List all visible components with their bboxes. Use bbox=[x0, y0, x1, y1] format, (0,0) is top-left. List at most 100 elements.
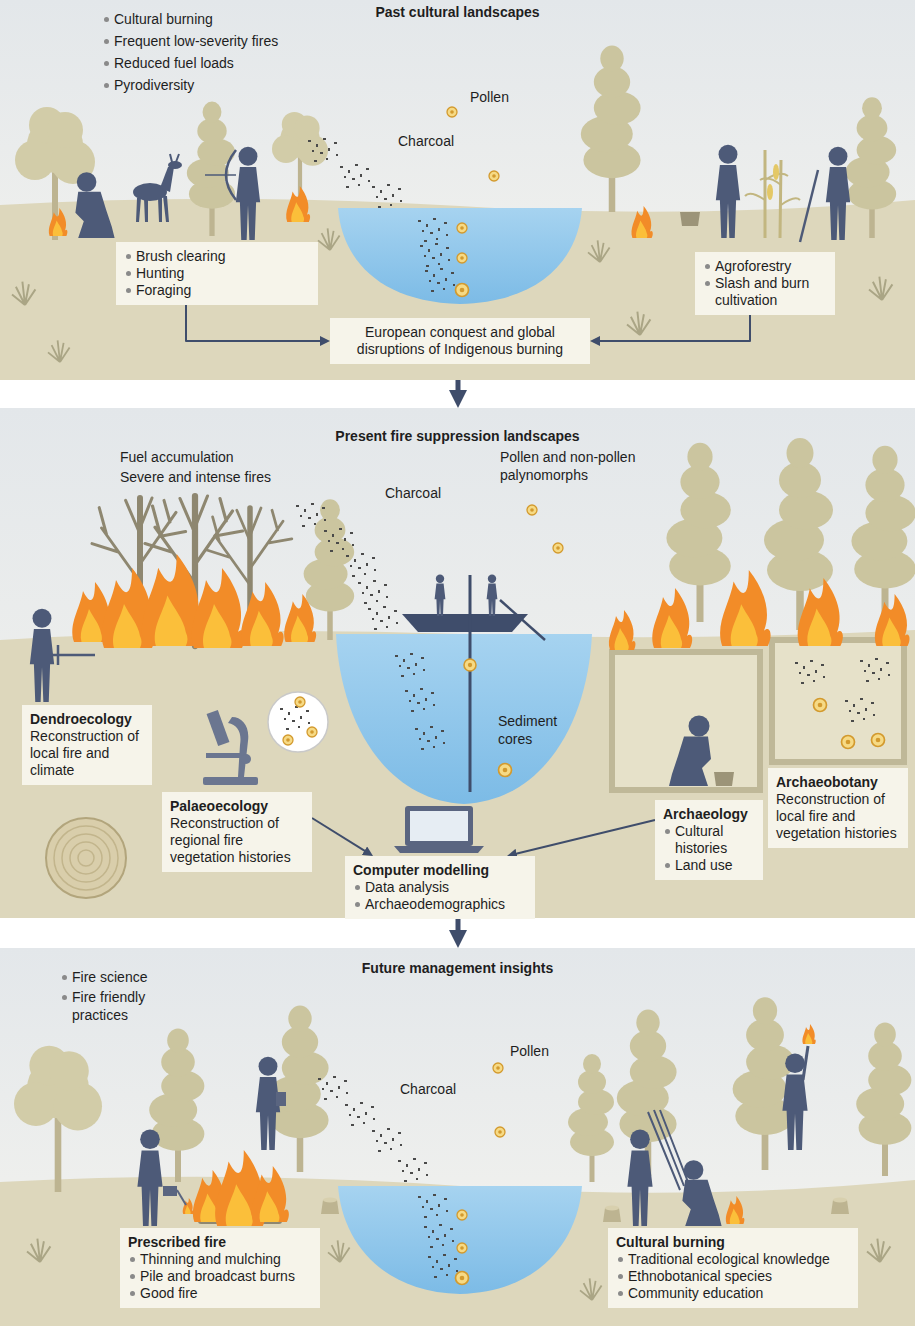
annotation-label: Cultural burning bbox=[102, 10, 213, 28]
dig-site bbox=[814, 699, 827, 712]
box-text: Community education bbox=[628, 1285, 763, 1301]
tree-illustration bbox=[14, 1046, 102, 1192]
microscope bbox=[207, 710, 230, 746]
dig-site bbox=[714, 772, 734, 786]
fire-illustration bbox=[720, 570, 771, 646]
people-illustration bbox=[168, 161, 182, 169]
box-text: Cultural histories bbox=[675, 823, 727, 856]
box-heading: Dendroecology bbox=[30, 711, 132, 727]
people-illustration bbox=[137, 1129, 162, 1226]
info-box: AgroforestrySlash and burn cultivation bbox=[695, 252, 835, 315]
pollen-grain bbox=[447, 107, 499, 297]
people-illustration bbox=[680, 212, 700, 226]
pollen-grain bbox=[495, 1127, 505, 1137]
text-row: Ethnobotanical species bbox=[616, 1268, 850, 1285]
people-illustration bbox=[163, 1186, 177, 1196]
bullet-dot bbox=[126, 271, 131, 276]
text-row: Computer modelling bbox=[353, 862, 527, 879]
fire-illustration bbox=[241, 582, 284, 646]
sample-magnified bbox=[307, 727, 317, 737]
info-box: Computer modellingData analysisArchaeode… bbox=[345, 856, 535, 919]
tree-illustration bbox=[831, 1198, 849, 1215]
panel-ground bbox=[0, 948, 915, 1326]
box-text: Thinning and mulching bbox=[140, 1251, 281, 1267]
text-row: Good fire bbox=[128, 1285, 312, 1302]
tree-illustration bbox=[269, 1006, 329, 1172]
pollen-grain bbox=[499, 764, 512, 777]
annotation-text: Pyrodiversity bbox=[114, 77, 194, 93]
panel-ground bbox=[0, 1177, 915, 1326]
pollen-grain bbox=[464, 659, 476, 671]
text-row: Archaeobotany bbox=[776, 774, 900, 791]
bullet-dot bbox=[130, 1274, 135, 1279]
bullet-dot bbox=[355, 885, 360, 890]
panel-ground bbox=[0, 0, 915, 380]
bullet-dot bbox=[104, 83, 109, 88]
box-heading: Archaeology bbox=[663, 806, 748, 822]
panel-ground bbox=[0, 199, 915, 380]
annotation-label: Severe and intense fires bbox=[120, 468, 271, 486]
flow-arrow bbox=[456, 380, 461, 399]
bullet-dot bbox=[130, 1291, 135, 1296]
annotation-text: Sediment cores bbox=[498, 713, 557, 747]
dig-site bbox=[612, 652, 760, 790]
crop-illustration bbox=[745, 174, 800, 205]
annotation-text: Reduced fuel loads bbox=[114, 55, 234, 71]
people-illustration bbox=[137, 1046, 808, 1226]
people-illustration bbox=[133, 154, 182, 222]
people-illustration bbox=[136, 196, 169, 222]
tree-ring bbox=[62, 834, 110, 882]
people-illustration bbox=[30, 575, 545, 702]
bullet-dot bbox=[62, 975, 67, 980]
box-heading: Cultural burning bbox=[616, 1234, 725, 1250]
charcoal-particles bbox=[296, 503, 326, 527]
sample-magnified bbox=[283, 735, 293, 745]
annotation-text: Cultural burning bbox=[114, 11, 213, 27]
text-row: Reconstruction of local fire and vegetat… bbox=[776, 791, 900, 842]
charcoal-particles bbox=[372, 1128, 402, 1152]
crop-illustration bbox=[767, 184, 773, 200]
bullet-dot bbox=[104, 39, 109, 44]
charcoal-particles bbox=[418, 1194, 448, 1218]
annotation-text: Charcoal bbox=[400, 1081, 456, 1097]
charcoal-particles bbox=[415, 726, 445, 750]
text-row: Reconstruction of local fire and climate bbox=[30, 728, 144, 779]
tree-ring bbox=[70, 842, 102, 874]
people-illustration bbox=[627, 1129, 652, 1226]
panel-heading: Future management insights bbox=[362, 960, 553, 976]
annotation-label: Fire friendly practices bbox=[60, 988, 172, 1024]
bullet-dot bbox=[618, 1291, 623, 1296]
annotation-label: Fire science bbox=[60, 968, 147, 986]
microscope bbox=[228, 717, 248, 777]
flow-arrow bbox=[594, 315, 750, 341]
text-row: Archaeology bbox=[663, 806, 755, 823]
tree-illustration bbox=[187, 102, 235, 236]
sample-magnified bbox=[268, 692, 328, 752]
fire-illustration bbox=[49, 208, 68, 236]
microscope bbox=[203, 777, 258, 785]
fire-illustration bbox=[286, 186, 310, 222]
bullet-dot bbox=[618, 1257, 623, 1262]
grass-illustration bbox=[588, 240, 610, 262]
box-text: Data analysis bbox=[365, 879, 449, 895]
bullet-dot bbox=[665, 829, 670, 834]
fire-illustration bbox=[652, 588, 692, 648]
text-row: Prescribed fire bbox=[128, 1234, 312, 1251]
annotation-label: Charcoal bbox=[398, 132, 454, 150]
tree-ring bbox=[54, 826, 118, 890]
dig-site bbox=[669, 716, 711, 787]
info-box: Cultural burningTraditional ecological k… bbox=[608, 1228, 858, 1308]
box-text: Foraging bbox=[136, 282, 191, 298]
pollen-grain bbox=[457, 253, 467, 263]
text-row: Cultural burning bbox=[616, 1234, 850, 1251]
text-row: Present fire suppression landscapes bbox=[0, 428, 915, 445]
dig-site bbox=[772, 640, 904, 762]
tree-illustration bbox=[856, 1022, 911, 1176]
people-illustration bbox=[803, 1046, 808, 1080]
grass-illustration bbox=[869, 277, 892, 300]
bullet-dot bbox=[104, 17, 109, 22]
box-text: Archaeodemographics bbox=[365, 896, 505, 912]
